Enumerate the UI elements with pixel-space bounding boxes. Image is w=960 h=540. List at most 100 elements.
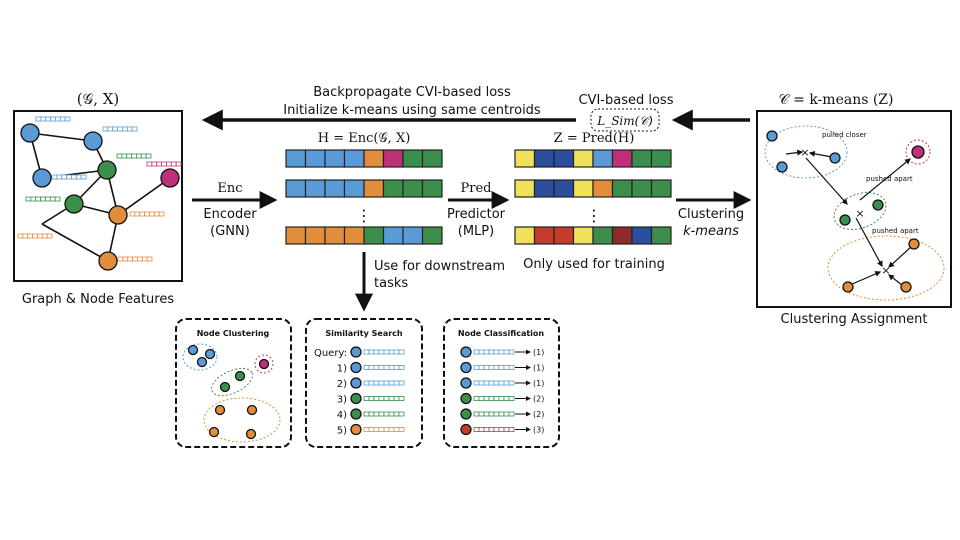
task-magenta-cluster — [254, 354, 274, 374]
class-row-label: (2) — [533, 410, 544, 419]
h-cells-cell — [363, 179, 385, 198]
search-row-feature-cell — [388, 380, 395, 386]
feature-vector-cell — [139, 211, 145, 217]
search-row-feature-cell — [368, 380, 375, 386]
search-rows: Query:1)2)3)4)5) — [314, 346, 405, 437]
class-row-feature-cell — [508, 349, 515, 355]
z-matrix-cells — [514, 149, 672, 245]
class-row-label: (1) — [533, 364, 544, 373]
graph-node-h — [98, 251, 118, 271]
feature-vector-cell — [146, 256, 153, 262]
class-row-feature — [473, 349, 515, 355]
h-cells-cell — [285, 226, 307, 245]
cluster-arrow — [808, 150, 833, 158]
search-row-feature-cell — [393, 365, 400, 370]
search-row-feature-cell — [373, 365, 380, 370]
feature-vector-cell — [131, 126, 138, 132]
task-green-cluster — [211, 367, 253, 397]
feature-vector-cell — [117, 126, 123, 132]
feature-vector-cell — [121, 153, 128, 159]
class-row-feature-cell — [498, 396, 505, 401]
class-row-label: (1) — [533, 379, 544, 388]
graph-panel: (𝒢, X) Graph & Node Features — [13, 90, 183, 307]
cluster-panel-title: 𝒞 = k-means (Z) — [778, 92, 893, 108]
graph-node-d — [97, 160, 117, 180]
search-row-feature-cell — [383, 427, 390, 432]
search-row-node — [350, 392, 362, 405]
class-row-node — [460, 423, 472, 436]
feature-vector-cell — [45, 116, 51, 122]
cluster-arrow — [888, 274, 903, 286]
class-row-feature-cell — [488, 411, 495, 417]
class-row-feature-cell — [498, 427, 505, 432]
z-cells-cell — [514, 149, 536, 168]
feature-vector-cell — [50, 116, 56, 122]
search-row-feature-cell — [383, 349, 390, 355]
z-matrix-title: Z = Pred(H) — [554, 131, 635, 146]
h-cells-cell — [324, 149, 346, 168]
search-row-feature — [363, 411, 405, 417]
feature-vector — [102, 126, 138, 132]
task-cluster-node — [245, 428, 257, 440]
class-row-feature-cell — [503, 396, 510, 401]
search-row-feature — [363, 396, 405, 401]
z-cells-cell — [533, 149, 555, 168]
h-cells-cell — [402, 179, 424, 198]
z-cells-cell — [572, 149, 594, 168]
graph-edge — [117, 177, 171, 216]
search-row-feature-cell — [398, 349, 405, 355]
task-cluster-node — [196, 356, 208, 368]
feature-vector-cell — [161, 161, 167, 167]
search-row-feature-cell — [373, 349, 380, 355]
search-row-label: 1) — [337, 364, 347, 375]
feature-vector-cell — [107, 126, 114, 132]
feature-vector-cell — [158, 211, 165, 217]
class-row-feature-cell — [478, 365, 485, 370]
h-cells-cell — [421, 149, 443, 168]
class-row-feature-cell — [478, 411, 485, 417]
search-row-feature-cell — [393, 380, 400, 386]
downstream-label: Use for downstream — [374, 259, 505, 274]
class-row-label: (1) — [533, 348, 544, 357]
z-cells-cell — [631, 226, 653, 245]
predictor-name: Pred — [461, 181, 492, 196]
h-cells-cell — [363, 226, 385, 245]
feature-vector-cell — [46, 233, 53, 239]
class-row-feature-cell — [478, 427, 485, 432]
class-row-feature-cell — [488, 349, 495, 355]
search-row-feature — [363, 349, 405, 355]
search-row-feature-cell — [398, 380, 405, 386]
blue-cluster-outline — [764, 125, 848, 179]
class-row-feature-cell — [473, 365, 480, 370]
task-cluster-node — [187, 344, 199, 356]
search-row-feature-cell — [368, 427, 375, 432]
class-row-feature-cell — [493, 365, 500, 370]
feature-vector-cell — [132, 256, 138, 262]
class-row-feature-cell — [508, 365, 515, 370]
search-row-node — [350, 423, 362, 436]
class-row-feature — [473, 427, 515, 432]
feature-vector-cell — [136, 153, 142, 159]
pulled-closer-label: pulled closer — [822, 131, 867, 139]
search-row-feature-cell — [378, 427, 385, 432]
class-rows: (1)(1)(1)(2)(2)(3) — [460, 346, 544, 436]
class-row-feature-cell — [473, 427, 480, 432]
search-row-feature — [363, 365, 405, 370]
search-row-feature-cell — [393, 411, 400, 417]
task-cluster-node — [204, 348, 216, 360]
graph-node-b — [83, 131, 103, 151]
pushed-apart-label-2: pushed apart — [872, 227, 919, 235]
task-node-classification: Node Classification (1)(1)(1)(2)(2)(3) — [443, 318, 560, 448]
feature-vector-cell — [66, 174, 72, 180]
cluster-node — [766, 130, 778, 142]
search-row-feature-cell — [363, 365, 370, 370]
class-row-feature-cell — [498, 365, 505, 370]
search-row-label: 5) — [337, 426, 347, 437]
class-row-feature-cell — [478, 349, 485, 355]
search-row-label: 2) — [337, 379, 347, 390]
predictor-type: (MLP) — [458, 224, 494, 239]
class-row-feature-cell — [503, 411, 510, 417]
cluster-arrow — [849, 271, 882, 286]
class-row-feature-cell — [473, 411, 480, 417]
